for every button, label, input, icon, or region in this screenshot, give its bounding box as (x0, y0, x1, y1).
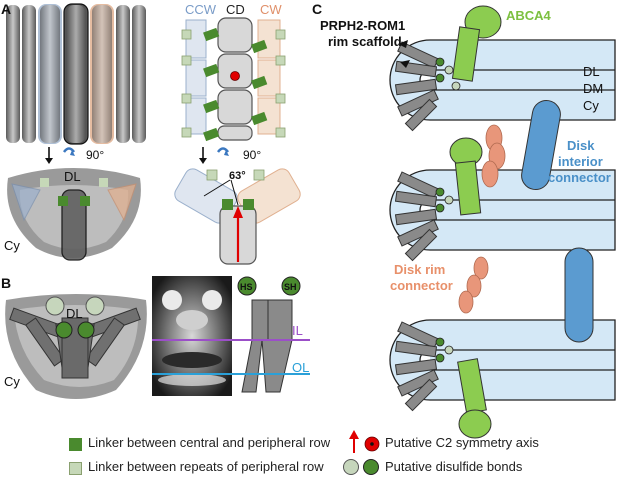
rotation-indicator-right: 90° (199, 147, 261, 164)
angle-label: 63° (229, 170, 246, 182)
legend-disulfide-icon (343, 459, 379, 475)
b-label-il: IL (292, 323, 303, 338)
rotation-indicator-left: 90° (45, 147, 104, 164)
b-label-cy: Cy (4, 374, 20, 389)
panel-label-c: C (312, 1, 322, 17)
disk-interior-connectors (521, 99, 594, 343)
legend-red-arrow-icon (349, 430, 359, 453)
legend-symmetry-axis: Putative C2 symmetry axis (385, 435, 539, 450)
sh-domain (281, 276, 301, 296)
legend-disulfide: Putative disulfide bonds (385, 459, 523, 474)
a-label-dl: DL (64, 169, 81, 184)
header-cd: CD (226, 2, 245, 17)
c-label-cy: Cy (583, 98, 599, 113)
panel-a-schematic-top: CCW CD CW (181, 2, 286, 142)
b-label-hs: HS (240, 282, 253, 292)
c-interior-line2: interior (558, 154, 603, 169)
c-interior-line1: Disk (567, 138, 595, 153)
abca4-molecules (449, 5, 502, 439)
legend-central-linker: Linker between central and peripheral ro… (88, 435, 331, 450)
c-label-abca4: ABCA4 (506, 8, 552, 23)
c-interior-line3: connector (548, 170, 611, 185)
panel-a-density-top (5, 3, 147, 145)
legend-swatch-peripheral-linker (69, 462, 82, 475)
panel-label-b: B (1, 275, 11, 291)
scaffold-arrow-2 (400, 60, 410, 68)
c-rim-line2: connector (390, 278, 453, 293)
c-scaffold-line2: rim scaffold (328, 34, 402, 49)
rim-scaffold-1 (394, 41, 439, 132)
panel-b-em-image (152, 276, 232, 396)
b-label-ol: OL (292, 360, 309, 375)
a-label-cy: Cy (4, 238, 20, 253)
panel-a-schematic-bottom: 63° (174, 168, 301, 265)
b-label-dl: DL (66, 306, 83, 321)
c-scaffold-line1: PRPH2-ROM1 (320, 18, 405, 33)
panel-label-a: A (1, 1, 11, 17)
header-ccw: CCW (185, 2, 217, 17)
header-cw: CW (260, 2, 282, 17)
hs-domain (237, 276, 257, 296)
legend-symmetry-dot-icon (364, 436, 380, 452)
scaffold-arrow-1 (398, 40, 408, 48)
rim-scaffold-3 (394, 321, 439, 412)
legend-peripheral-linker: Linker between repeats of peripheral row (88, 459, 324, 474)
rim-scaffold-2 (394, 171, 439, 262)
c-label-dl: DL (583, 64, 600, 79)
legend-swatch-central-linker (69, 438, 82, 451)
symmetry-axis-dot (230, 71, 240, 81)
c-label-dm: DM (583, 81, 603, 96)
disk-rim-connectors (458, 124, 506, 314)
disulfide-dots-c (435, 57, 461, 363)
panel-c-disks (389, 39, 616, 401)
panel-b-schematic: HS SH (237, 276, 301, 393)
rotation-label-right: 90° (243, 148, 261, 162)
panel-a-density-bottom: DL Cy (4, 168, 141, 261)
panel-b-density: DL Cy (4, 294, 147, 399)
b-label-sh: SH (284, 282, 297, 292)
rotation-label-left: 90° (86, 148, 104, 162)
c-rim-line1: Disk rim (394, 262, 445, 277)
